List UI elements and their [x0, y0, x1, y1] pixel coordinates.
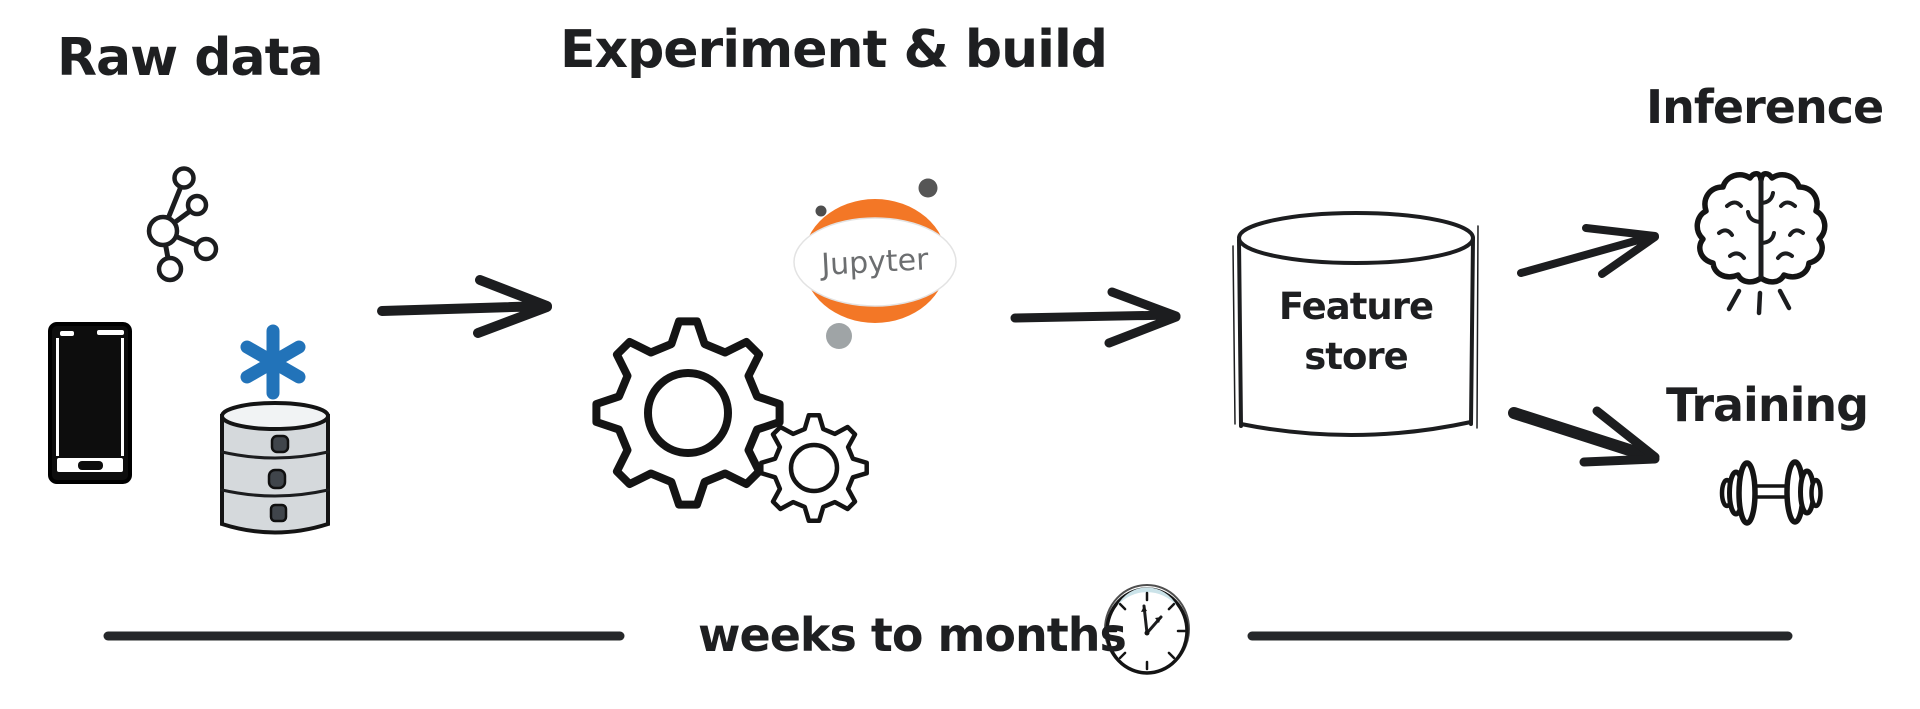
snowflake-icon: [240, 324, 306, 400]
gear-small-icon: [759, 413, 869, 523]
arrow-store-to-training: [1508, 406, 1660, 467]
arrow-experiment-to-store: [1010, 287, 1181, 348]
jupyter-wordmark: Jupyter: [818, 242, 930, 283]
jupyter-logo: Jupyter: [793, 178, 957, 349]
jupyter-moon-small-icon: [815, 205, 827, 217]
timeline-label: weeks to months: [698, 608, 1127, 662]
gear-large-icon: [592, 317, 784, 509]
feature-store-label: Feature store: [1278, 285, 1434, 378]
smartphone-icon: [48, 322, 132, 484]
jupyter-moon-light-icon: [826, 323, 852, 349]
experiment-build-title: Experiment & build: [560, 20, 1108, 80]
brain-icon: [1694, 171, 1828, 316]
training-label: Training: [1666, 378, 1869, 432]
jupyter-moon-large-icon: [918, 178, 938, 198]
raw-data-title: Raw data: [57, 28, 324, 88]
feature-store-cylinder: [1232, 211, 1479, 437]
dumbbell-icon: [1719, 459, 1823, 526]
arrow-store-to-inference: [1517, 224, 1659, 278]
arrow-raw-to-experiment: [377, 275, 552, 338]
database-icon: [220, 401, 330, 535]
clock-icon: [1104, 584, 1190, 675]
graph-icon: [146, 166, 219, 283]
inference-label: Inference: [1646, 80, 1884, 134]
